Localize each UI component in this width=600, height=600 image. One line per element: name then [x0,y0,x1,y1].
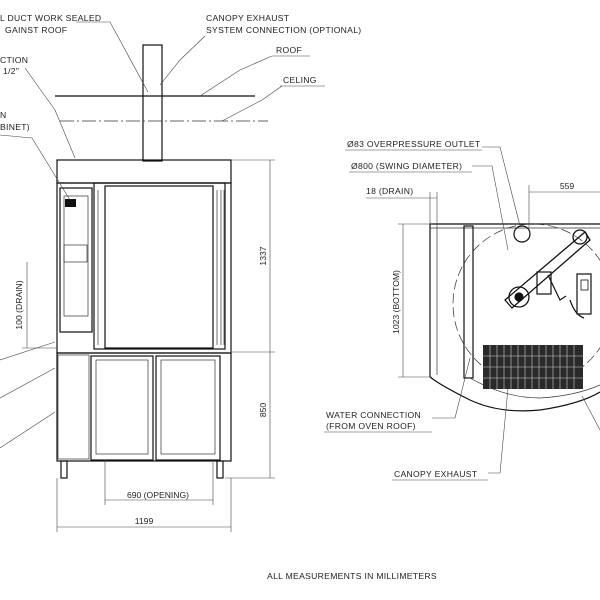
dim-100-drain: 100 (DRAIN) [14,280,24,329]
control-display [63,195,89,317]
grate-pattern [483,345,583,389]
label-canopy-exhaust: CANOPY EXHAUST [394,469,478,479]
leader-canopy [159,35,206,86]
leader-canopy-exhaust [488,387,509,474]
label-canopy-conn-1: CANOPY EXHAUST [206,13,290,23]
label-connection-2: 1/2" [3,66,19,76]
dim-559: 559 [560,181,575,191]
label-water-1: WATER CONNECTION [326,410,421,420]
stand-door-left [90,355,154,461]
dim-690: 690 (OPENING) [127,490,189,500]
footer-note: ALL MEASUREMENTS IN MILLIMETERS [267,571,437,581]
control-panel [59,187,93,333]
stand-door-right [155,355,221,461]
label-drain-18: 18 (DRAIN) [366,186,413,196]
label-water-2: (FROM OVEN ROOF) [326,421,416,431]
dim-850: 850 [258,403,268,418]
label-overpressure: Ø83 OVERPRESSURE OUTLET [347,139,481,149]
stand-door-left-inner [95,359,149,455]
oven-upper-body [56,182,232,354]
label-cabinet-2: BINET) [0,122,30,132]
stand-door-right-inner [160,359,216,455]
leader-water [432,357,471,419]
foot-left [60,460,68,479]
screen [65,199,76,207]
leader-right-edge [581,395,600,431]
label-cabinet-1: N [0,110,7,120]
dim-1199: 1199 [135,516,154,526]
dim-1023: 1023 (BOTTOM) [391,270,401,334]
dim-1337: 1337 [258,246,268,265]
label-duct-2: GAINST ROOF [5,25,67,35]
leader-left-3 [0,411,56,449]
leader-overpressure [482,146,521,227]
oven-top-cap [56,159,232,184]
leader-left-2 [0,367,56,399]
stand-frame [56,352,232,462]
overpressure-outlet [513,225,531,243]
leader-ceiling [221,85,283,122]
leader-roof [199,55,273,97]
label-connection-1: CTION [0,55,28,65]
label-duct-1: L DUCT WORK SEALED [0,13,101,23]
foot-right [216,460,224,479]
label-canopy-conn-2: SYSTEM CONNECTION (OPTIONAL) [206,25,361,35]
leader-duct [76,21,149,93]
stand-panel-left [57,354,90,460]
leader-connection [24,67,76,159]
oven-door-frame [93,182,226,350]
keypad [63,244,88,263]
label-ceiling: CELING [283,75,317,85]
label-swing: Ø800 (SWING DIAMETER) [351,161,462,171]
oven-door-glass [104,185,214,349]
exhaust-duct [142,44,163,162]
front-view: 1337 850 100 (DRAIN) 690 (OPENING) 1199 … [0,13,361,532]
label-roof: ROOF [276,45,302,55]
leader-cabinet [0,134,71,201]
plan-view: 559 1023 (BOTTOM) Ø83 OVERPRESSURE OUTLE… [324,139,600,481]
curved-bottom [429,376,600,412]
rack-mechanism [504,229,592,319]
leader-swing [472,165,509,251]
leader-left-1 [0,341,56,361]
side-panel [463,225,474,379]
